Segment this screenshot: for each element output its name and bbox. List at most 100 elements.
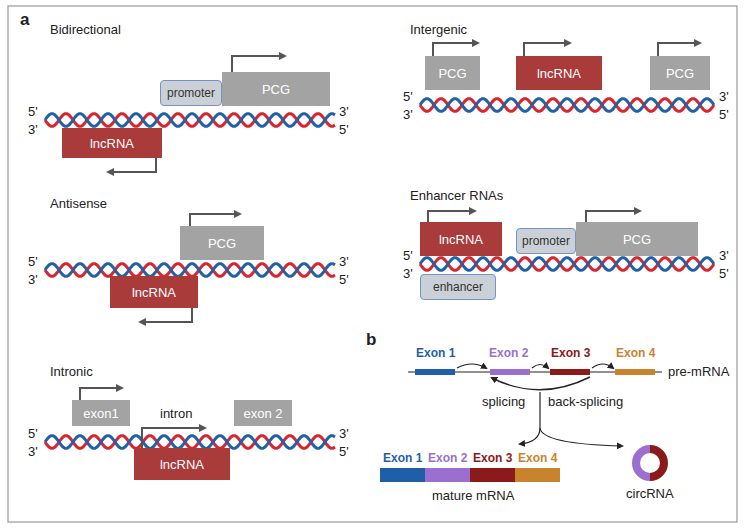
lncrna-box: lncRNA xyxy=(110,276,198,308)
circrna-arc xyxy=(650,449,664,477)
strand-end: 5' xyxy=(403,248,413,263)
gene-box: PCG xyxy=(222,72,330,106)
helix-strand xyxy=(420,99,714,112)
strand-end: 5' xyxy=(28,104,38,119)
strand-end: 3' xyxy=(403,266,413,281)
strand-end: 3' xyxy=(28,272,38,287)
process-label: back-splicing xyxy=(548,394,623,409)
branch-arrow xyxy=(520,428,540,444)
regulatory-box: promoter xyxy=(516,228,576,254)
tss-arrow xyxy=(433,43,478,56)
branch-arrow xyxy=(540,428,622,446)
strand-end: 5' xyxy=(719,107,729,122)
regulatory-box: enhancer xyxy=(420,274,496,300)
strand-end: 5' xyxy=(28,426,38,441)
helix-strand xyxy=(420,99,714,112)
box-text: exon 2 xyxy=(243,406,282,421)
box-text: lncRNA xyxy=(90,136,134,151)
branch-line xyxy=(539,392,540,428)
frame xyxy=(8,6,737,522)
gene-box: PCG xyxy=(180,226,264,260)
splice-arc xyxy=(592,364,613,368)
strand-end: 5' xyxy=(403,89,413,104)
tss-arrow xyxy=(80,388,122,400)
tss-arrow xyxy=(142,428,205,448)
tss-arrow xyxy=(428,211,475,222)
panel-title: Intergenic xyxy=(410,22,467,37)
exon-segment xyxy=(550,369,590,375)
helix-strand xyxy=(45,436,335,449)
helix-strand xyxy=(45,114,335,127)
process-label: splicing xyxy=(482,394,525,409)
lncrna-box: lncRNA xyxy=(516,56,602,90)
splice-arc xyxy=(532,365,548,369)
exon-label: Exon 1 xyxy=(416,346,455,361)
box-text: lncRNA xyxy=(537,66,581,81)
gene-box: PCG xyxy=(650,56,710,90)
box-text: promoter xyxy=(522,234,570,248)
box-text: enhancer xyxy=(433,280,483,294)
box-text: PCG xyxy=(438,66,466,81)
tss-arrow xyxy=(658,43,700,56)
exon-segment xyxy=(415,369,455,375)
box-text: PCG xyxy=(666,66,694,81)
strand-end: 3' xyxy=(339,104,349,119)
molecule-label: circRNA xyxy=(626,486,674,501)
mrna-segment xyxy=(470,468,515,482)
exon-label: Exon 4 xyxy=(518,451,557,466)
gene-box: exon 2 xyxy=(234,400,292,426)
helix-strand xyxy=(45,264,335,277)
exon-segment xyxy=(615,369,655,375)
tss-arrows xyxy=(80,43,700,448)
exon-label: Exon 4 xyxy=(616,346,655,361)
strand-end: 5' xyxy=(339,272,349,287)
gene-box: PCG xyxy=(425,56,480,90)
strand-end: 5' xyxy=(28,254,38,269)
intron-line xyxy=(408,371,662,372)
exon-label: Exon 3 xyxy=(551,346,590,361)
strand-end: 3' xyxy=(719,89,729,104)
strand-end: 5' xyxy=(719,266,729,281)
box-text: PCG xyxy=(262,82,290,97)
exon-segment xyxy=(490,369,530,375)
helix-strand xyxy=(45,264,335,277)
exon-label: Exon 2 xyxy=(428,451,467,466)
box-text: lncRNA xyxy=(160,457,204,472)
tss-arrow xyxy=(140,308,192,322)
strand-end: 5' xyxy=(339,122,349,137)
gene-box: PCG xyxy=(576,222,698,256)
strand-end: 3' xyxy=(339,426,349,441)
gene-box: exon1 xyxy=(72,400,130,426)
helix-strand xyxy=(420,258,714,271)
panel-letter: b xyxy=(366,330,376,349)
exon-label: Exon 3 xyxy=(473,451,512,466)
panel-title: Intronic xyxy=(50,364,93,379)
mrna-segment xyxy=(425,468,470,482)
box-text: PCG xyxy=(208,236,236,251)
box-text: lncRNA xyxy=(132,285,176,300)
box-text: promoter xyxy=(167,86,215,100)
pre-mrna-drawing xyxy=(380,364,664,482)
panel-title: Enhancer RNAs xyxy=(410,188,503,203)
tss-arrow xyxy=(190,214,240,226)
helix-group xyxy=(45,99,714,449)
mrna-segment xyxy=(380,468,425,482)
molecule-label: pre-mRNA xyxy=(668,364,729,379)
tss-arrow xyxy=(108,158,156,172)
strand-end: 3' xyxy=(28,444,38,459)
panel-title: Antisense xyxy=(50,196,107,211)
strand-end: 3' xyxy=(403,107,413,122)
helix-strand xyxy=(420,258,714,271)
strand-end: 3' xyxy=(339,254,349,269)
box-text: PCG xyxy=(623,232,651,247)
lncrna-box: lncRNA xyxy=(134,448,230,480)
exon-label: Exon 1 xyxy=(383,451,422,466)
molecule-label: mature mRNA xyxy=(432,488,514,503)
panel-letter: a xyxy=(20,10,29,29)
box-text: lncRNA xyxy=(439,232,483,247)
tss-arrow xyxy=(524,43,570,56)
circrna-arc xyxy=(636,449,650,477)
helix-strand xyxy=(45,436,335,449)
